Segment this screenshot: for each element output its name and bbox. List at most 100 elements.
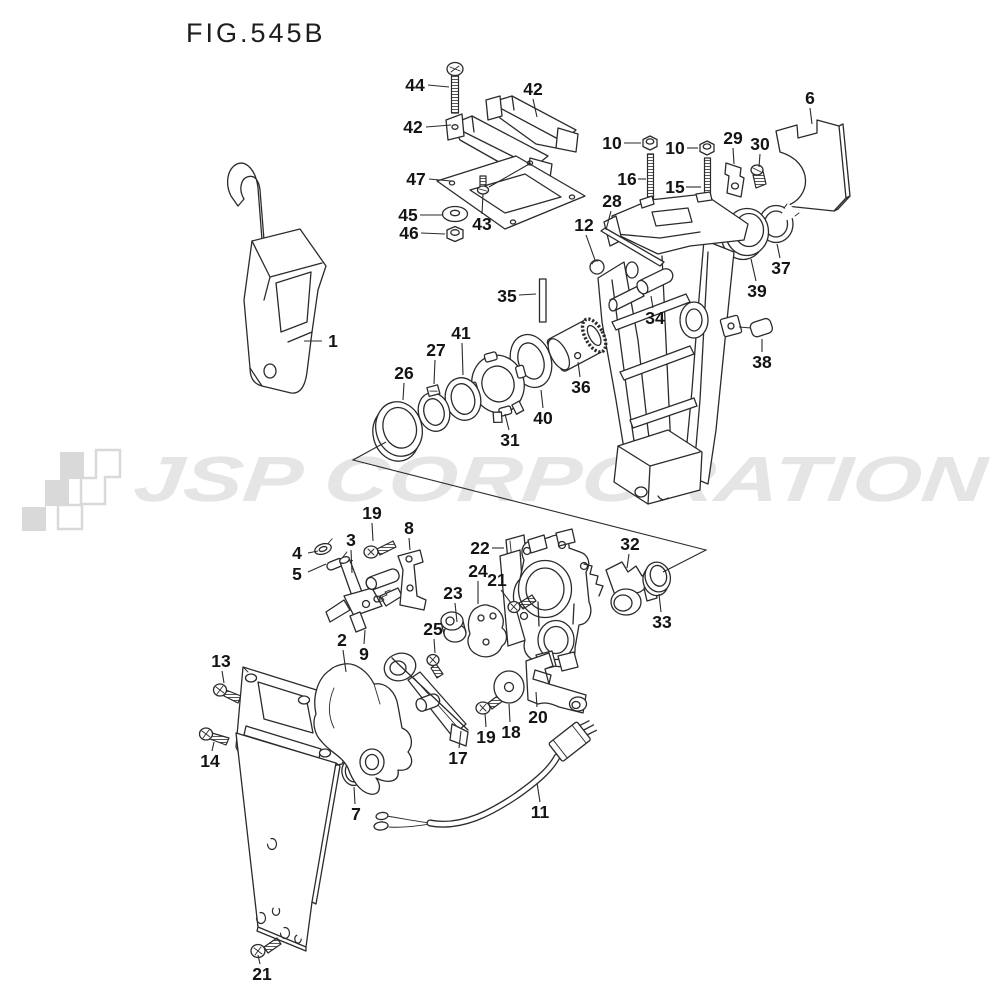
part-24-plate-drawing bbox=[467, 604, 508, 658]
part-34-pin-drawing bbox=[636, 268, 674, 295]
part-label-13: 13 bbox=[211, 651, 231, 671]
part-label-17: 17 bbox=[448, 748, 467, 768]
leader-line-28 bbox=[605, 210, 612, 231]
part-28-rod-drawing bbox=[600, 227, 665, 267]
part-26-ring-drawing bbox=[372, 401, 423, 462]
leader-line-43 bbox=[481, 193, 484, 215]
leader-line-37 bbox=[776, 243, 781, 259]
leader-line-40 bbox=[540, 389, 544, 409]
part-20-bracket-drawing bbox=[525, 652, 588, 714]
part-label-15: 15 bbox=[665, 177, 685, 197]
part-47-plate-drawing bbox=[436, 155, 586, 230]
leader-line-25 bbox=[433, 638, 436, 654]
part-label-42: 42 bbox=[523, 79, 543, 99]
leader-line-19 bbox=[371, 522, 374, 542]
part-label-45: 45 bbox=[398, 205, 418, 225]
part-label-22: 22 bbox=[470, 538, 490, 558]
part-18-disc-drawing bbox=[493, 670, 525, 704]
leader-line-9 bbox=[363, 629, 366, 645]
leader-line-47 bbox=[428, 178, 452, 182]
part-label-4: 4 bbox=[292, 543, 302, 563]
part-label-30: 30 bbox=[750, 134, 770, 154]
part-label-14: 14 bbox=[200, 751, 220, 771]
part-label-36: 36 bbox=[571, 377, 591, 397]
leader-line-34 bbox=[650, 295, 654, 309]
part-10-nut-drawing bbox=[642, 135, 658, 151]
part-label-25: 25 bbox=[423, 619, 443, 639]
part-label-6: 6 bbox=[805, 88, 815, 108]
main-bracket-drawing bbox=[597, 191, 749, 505]
part-label-2: 2 bbox=[337, 630, 347, 650]
part-41-ring-drawing bbox=[444, 377, 482, 421]
part-label-7: 7 bbox=[351, 804, 361, 824]
leader-line-8 bbox=[408, 537, 411, 551]
exploded-view-drawing bbox=[198, 61, 851, 959]
part-label-39: 39 bbox=[747, 281, 767, 301]
part-label-21: 21 bbox=[487, 570, 507, 590]
assembly-links bbox=[351, 162, 752, 573]
screw-43-attachment bbox=[488, 162, 532, 188]
part-label-32: 32 bbox=[620, 534, 640, 554]
watermark-text: JSP CORPORATION bbox=[131, 443, 993, 515]
part-label-19: 19 bbox=[476, 727, 496, 747]
jsp-logo-filled-step bbox=[22, 452, 84, 531]
leader-line-31 bbox=[504, 413, 510, 431]
part-14-screw-drawing bbox=[198, 727, 230, 746]
leader-line-27 bbox=[433, 359, 436, 385]
part-label-1: 1 bbox=[328, 331, 338, 351]
part-label-5: 5 bbox=[292, 564, 302, 584]
jsp-logo-icon bbox=[22, 448, 122, 531]
part-13-screw-drawing bbox=[212, 683, 242, 704]
leader-line-30 bbox=[758, 153, 761, 168]
leader-line-5 bbox=[307, 563, 327, 573]
leader-line-29 bbox=[732, 147, 735, 165]
leader-line-17 bbox=[458, 730, 462, 749]
leader-line-7 bbox=[353, 786, 356, 805]
leader-line-4 bbox=[307, 550, 319, 554]
leader-line-36 bbox=[577, 361, 581, 378]
part-label-10: 10 bbox=[665, 138, 685, 158]
part-label-11: 11 bbox=[531, 802, 550, 822]
leader-line-20 bbox=[535, 691, 538, 708]
part-label-42: 42 bbox=[403, 117, 423, 137]
part-label-33: 33 bbox=[652, 612, 672, 632]
leader-line-35 bbox=[518, 293, 537, 296]
part-label-8: 8 bbox=[404, 518, 414, 538]
leader-line-19 bbox=[484, 712, 487, 728]
part-8-bracket-drawing bbox=[365, 549, 427, 611]
part-label-37: 37 bbox=[771, 258, 790, 278]
part-label-20: 20 bbox=[528, 707, 548, 727]
leader-line-6 bbox=[809, 107, 813, 125]
part-label-27: 27 bbox=[426, 340, 445, 360]
part-label-44: 44 bbox=[405, 75, 425, 95]
part-1-handle-drawing bbox=[226, 162, 327, 394]
part-4-clip-drawing bbox=[314, 538, 333, 556]
leader-line-2 bbox=[342, 649, 347, 673]
part-2-lever-drawing bbox=[313, 663, 413, 795]
part-12-ball-drawing bbox=[589, 259, 605, 275]
part-label-24: 24 bbox=[468, 561, 488, 581]
part-label-3: 3 bbox=[346, 530, 356, 550]
leader-line-13 bbox=[221, 670, 225, 684]
leader-line-32 bbox=[626, 553, 630, 569]
leader-line-41 bbox=[461, 342, 464, 376]
leader-line-11 bbox=[536, 782, 541, 803]
part-label-38: 38 bbox=[752, 352, 772, 372]
part-9-pivot-drawing bbox=[325, 587, 403, 633]
part-label-10: 10 bbox=[602, 133, 622, 153]
part-label-19: 19 bbox=[362, 503, 382, 523]
part-label-41: 41 bbox=[451, 323, 471, 343]
part-44-screw-drawing bbox=[446, 61, 464, 114]
part-label-43: 43 bbox=[472, 214, 492, 234]
mount-plate-drawing bbox=[235, 732, 341, 952]
leader-line-33 bbox=[658, 593, 662, 613]
leader-line-12 bbox=[585, 234, 596, 261]
part-38-cap-drawing bbox=[749, 317, 774, 338]
part-19-bolt-upper-drawing bbox=[363, 540, 397, 559]
leader-line-21 bbox=[257, 954, 261, 965]
part-37-circlip-drawing bbox=[758, 203, 801, 244]
part-label-47: 47 bbox=[406, 169, 425, 189]
